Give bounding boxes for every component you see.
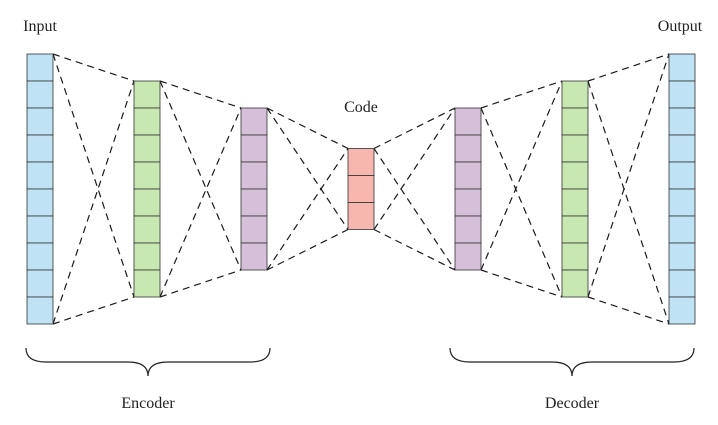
- decoder-hidden-2-unit: [561, 269, 589, 298]
- connection-decoder-hidden-2-output-layer-cross-up: [587, 53, 670, 298]
- output-layer-unit: [668, 215, 696, 244]
- input-layer-unit: [26, 80, 54, 109]
- decoder-hidden-1-unit: [454, 161, 482, 190]
- connection-encoder-hidden-1-encoder-hidden-2-top: [159, 80, 242, 109]
- connection-encoder-hidden-1-encoder-hidden-2-bottom: [159, 269, 242, 298]
- encoder-hidden-1-unit: [133, 269, 161, 298]
- connection-decoder-hidden-1-decoder-hidden-2-bottom: [480, 269, 563, 298]
- decoder-hidden-2-unit: [561, 242, 589, 271]
- connection-encoder-hidden-2-code-layer-cross-up: [266, 148, 349, 271]
- connection-decoder-hidden-1-decoder-hidden-2-top: [480, 80, 563, 109]
- connection-code-layer-decoder-hidden-1-cross-up: [373, 107, 456, 230]
- decoder-hidden-1-unit: [454, 215, 482, 244]
- decoder-hidden-1-unit: [454, 242, 482, 271]
- encoder-hidden-2: [240, 107, 268, 271]
- encoder-hidden-2-unit: [240, 242, 268, 271]
- decoder-brace: [449, 347, 695, 377]
- encoder-hidden-2-unit: [240, 107, 268, 136]
- encoder-hidden-1-unit: [133, 80, 161, 109]
- encoder-hidden-1-unit: [133, 215, 161, 244]
- output-layer-unit: [668, 107, 696, 136]
- output-layer-unit: [668, 53, 696, 82]
- code-layer-unit: [347, 175, 375, 203]
- connection-code-layer-decoder-hidden-1-top: [373, 107, 456, 150]
- output-layer-unit: [668, 188, 696, 217]
- connection-code-layer-decoder-hidden-1-cross-down: [373, 148, 456, 271]
- connection-encoder-hidden-2-code-layer-cross-down: [266, 107, 349, 230]
- decoder-hidden-2-unit: [561, 107, 589, 136]
- encoder-hidden-2-unit: [240, 161, 268, 190]
- connection-decoder-hidden-1-decoder-hidden-2-cross-up: [480, 80, 563, 271]
- code-layer: [347, 148, 375, 230]
- connections: [52, 53, 670, 325]
- decoder-hidden-1-unit: [454, 107, 482, 136]
- connection-input-layer-encoder-hidden-1-cross-down: [52, 53, 135, 298]
- output-layer-unit: [668, 80, 696, 109]
- output-layer-unit: [668, 296, 696, 325]
- connection-code-layer-decoder-hidden-1-bottom: [373, 228, 456, 271]
- layers: [26, 53, 696, 325]
- encoder-hidden-2-unit: [240, 188, 268, 217]
- decoder-hidden-2-unit: [561, 215, 589, 244]
- code-label: Code: [344, 99, 378, 116]
- code-layer-unit: [347, 202, 375, 230]
- encoder-hidden-1-unit: [133, 107, 161, 136]
- connection-input-layer-encoder-hidden-1-bottom: [52, 296, 135, 325]
- encoder-hidden-1: [133, 80, 161, 298]
- encoder-label: Encoder: [121, 395, 175, 412]
- connection-encoder-hidden-2-code-layer-bottom: [266, 228, 349, 271]
- decoder-hidden-2: [561, 80, 589, 298]
- decoder-hidden-1: [454, 107, 482, 271]
- input-layer-unit: [26, 53, 54, 82]
- decoder-hidden-2-unit: [561, 80, 589, 109]
- input-layer-unit: [26, 134, 54, 163]
- decoder-hidden-2-unit: [561, 188, 589, 217]
- input-layer-unit: [26, 242, 54, 271]
- decoder-hidden-1-unit: [454, 188, 482, 217]
- connection-input-layer-encoder-hidden-1-top: [52, 53, 135, 82]
- connection-encoder-hidden-1-encoder-hidden-2-cross-down: [159, 80, 242, 271]
- encoder-hidden-1-unit: [133, 161, 161, 190]
- output-layer: [668, 53, 696, 325]
- decoder-hidden-1-unit: [454, 134, 482, 163]
- input-layer: [26, 53, 54, 325]
- decoder-hidden-2-unit: [561, 161, 589, 190]
- connection-decoder-hidden-2-output-layer-top: [587, 53, 670, 82]
- output-layer-unit: [668, 161, 696, 190]
- decoder-label: Decoder: [545, 395, 600, 412]
- connection-decoder-hidden-2-output-layer-bottom: [587, 296, 670, 325]
- encoder-brace: [25, 347, 271, 377]
- encoder-hidden-1-unit: [133, 188, 161, 217]
- output-label: Output: [658, 18, 703, 35]
- connection-decoder-hidden-1-decoder-hidden-2-cross-down: [480, 107, 563, 298]
- encoder-hidden-2-unit: [240, 134, 268, 163]
- connection-input-layer-encoder-hidden-1-cross-up: [52, 80, 135, 325]
- output-layer-unit: [668, 269, 696, 298]
- output-layer-unit: [668, 242, 696, 271]
- connection-encoder-hidden-1-encoder-hidden-2-cross-up: [159, 107, 242, 298]
- connection-encoder-hidden-2-code-layer-top: [266, 107, 349, 150]
- decoder-hidden-2-unit: [561, 134, 589, 163]
- input-layer-unit: [26, 188, 54, 217]
- encoder-hidden-1-unit: [133, 242, 161, 271]
- input-layer-unit: [26, 107, 54, 136]
- input-layer-unit: [26, 215, 54, 244]
- encoder-hidden-2-unit: [240, 215, 268, 244]
- input-layer-unit: [26, 161, 54, 190]
- output-layer-unit: [668, 134, 696, 163]
- input-layer-unit: [26, 296, 54, 325]
- code-layer-unit: [347, 148, 375, 176]
- input-layer-unit: [26, 269, 54, 298]
- encoder-hidden-1-unit: [133, 134, 161, 163]
- connection-decoder-hidden-2-output-layer-cross-down: [587, 80, 670, 325]
- input-label: Input: [23, 18, 57, 35]
